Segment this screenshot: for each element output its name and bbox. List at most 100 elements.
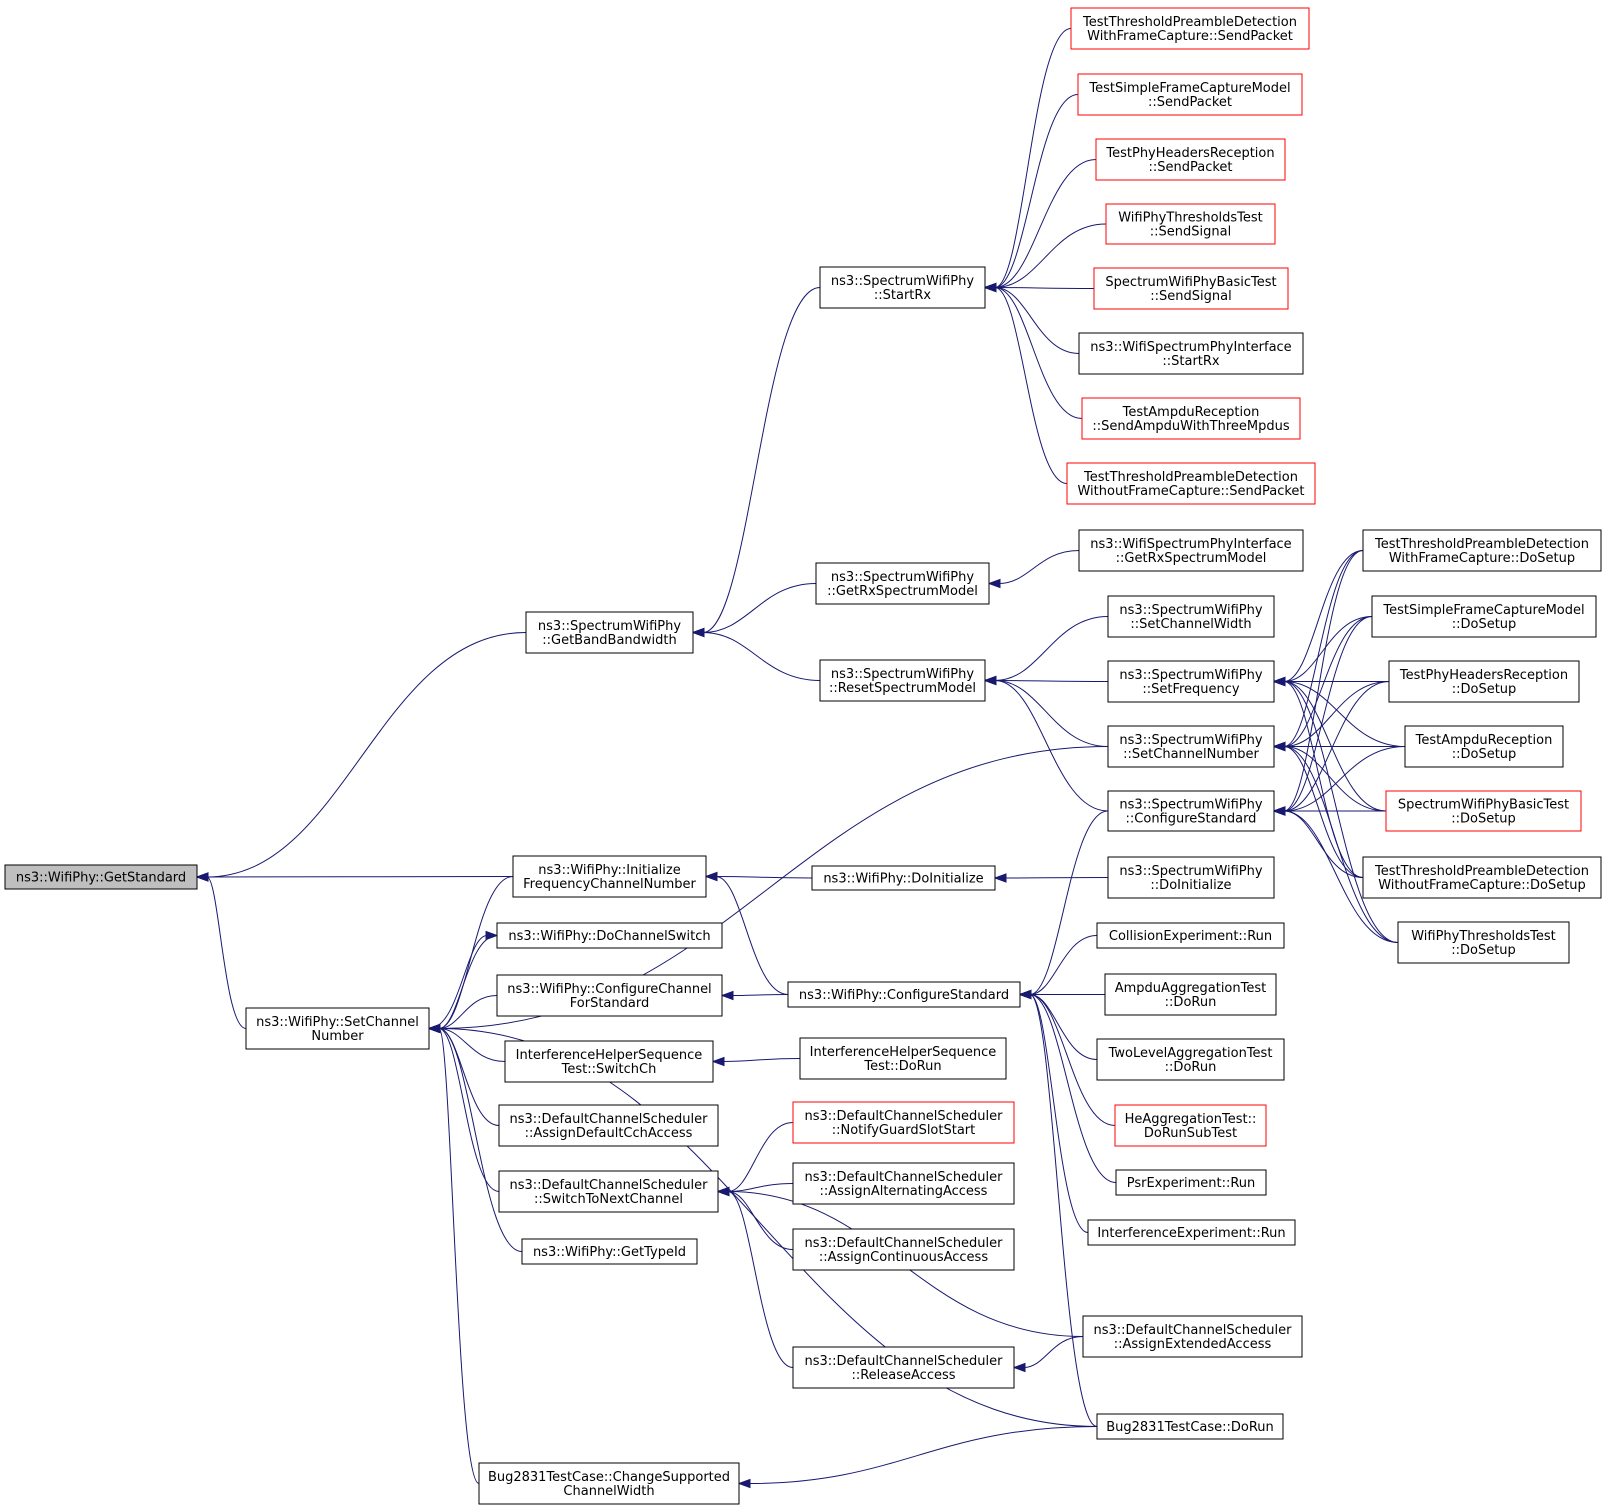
node-configstd[interactable]: ns3::WifiPhy::ConfigureStandard: [787, 981, 1021, 1008]
node-tpd_wofc_setup[interactable]: TestThresholdPreambleDetectionWithoutFra…: [1362, 856, 1602, 899]
call-edge-assignext-to-release: [1012, 1336, 1084, 1373]
node-assigncont[interactable]: ns3::DefaultChannelScheduler::AssignCont…: [792, 1228, 1015, 1271]
node-box: [1078, 332, 1304, 375]
node-box: [478, 1462, 740, 1505]
node-heagg_dorunsub[interactable]: HeAggregationTest::DoRunSubTest: [1114, 1104, 1267, 1147]
node-box: [819, 266, 986, 309]
node-setchannel[interactable]: ns3::WifiPhy::SetChannelNumber: [245, 1007, 430, 1050]
node-resetspec[interactable]: ns3::SpectrumWifiPhy::ResetSpectrumModel: [819, 659, 986, 702]
node-box: [1107, 595, 1275, 638]
node-label: ns3::WifiPhy::DoChannelSwitch: [508, 929, 710, 944]
node-tphr_setup[interactable]: TestPhyHeadersReception::DoSetup: [1388, 660, 1580, 703]
node-getstandard[interactable]: ns3::WifiPhy::GetStandard: [4, 864, 198, 890]
node-getbandbw[interactable]: ns3::SpectrumWifiPhy::GetBandBandwidth: [525, 611, 694, 654]
node-wspi_startrx[interactable]: ns3::WifiSpectrumPhyInterface::StartRx: [1078, 332, 1304, 375]
node-swpbt_setup[interactable]: SpectrumWifiPhyBasicTest::DoSetup: [1385, 790, 1582, 832]
node-box: [1070, 7, 1310, 50]
node-box: [1362, 856, 1602, 899]
call-edge-bug_dorun-to-bug_changesup: [737, 1426, 1098, 1489]
node-wspi_getrx[interactable]: ns3::WifiSpectrumPhyInterface::GetRxSpec…: [1078, 529, 1304, 572]
node-ampduagg_dorun[interactable]: AmpduAggregationTest::DoRun: [1104, 973, 1277, 1016]
node-box: [1404, 725, 1564, 768]
call-edge-tpd_wofc_send-to-startrx: [983, 282, 1068, 484]
node-label: InterferenceHelperSequence: [810, 1045, 997, 1060]
node-tpd_wofc_send[interactable]: TestThresholdPreambleDetectionWithoutFra…: [1066, 462, 1316, 505]
node-doinitialize[interactable]: ns3::WifiPhy::DoInitialize: [811, 865, 996, 891]
node-box: [1107, 725, 1275, 768]
node-label: ns3::WifiSpectrumPhyInterface: [1090, 340, 1291, 355]
node-swp_configstd[interactable]: ns3::SpectrumWifiPhy::ConfigureStandard: [1107, 790, 1275, 832]
node-bug_changesup[interactable]: Bug2831TestCase::ChangeSupportedChannelW…: [478, 1462, 740, 1505]
node-label: ns3::DefaultChannelScheduler: [1094, 1323, 1293, 1338]
node-swp_setfreq[interactable]: ns3::SpectrumWifiPhy::SetFrequency: [1107, 660, 1275, 703]
node-box: [1388, 660, 1580, 703]
node-getrxspec[interactable]: ns3::SpectrumWifiPhy::GetRxSpectrumModel: [815, 562, 990, 605]
call-edge-tpd_wfc_setup-to-swp_setchnum: [1272, 550, 1364, 752]
node-gettypeid[interactable]: ns3::WifiPhy::GetTypeId: [521, 1238, 698, 1265]
node-interf_run[interactable]: InterferenceExperiment::Run: [1087, 1219, 1296, 1246]
node-box: [1095, 138, 1286, 181]
node-collision_run[interactable]: CollisionExperiment::Run: [1096, 922, 1285, 949]
node-assignalt[interactable]: ns3::DefaultChannelScheduler::AssignAlte…: [792, 1162, 1015, 1205]
node-assigndefcch[interactable]: ns3::DefaultChannelScheduler::AssignDefa…: [498, 1104, 719, 1147]
node-box: [1397, 921, 1570, 964]
call-edge-swp_configstd-to-resetspec: [983, 675, 1109, 812]
node-switchnext[interactable]: ns3::DefaultChannelScheduler::SwitchToNe…: [498, 1170, 719, 1213]
node-tar_setup[interactable]: TestAmpduReception::DoSetup: [1404, 725, 1564, 768]
node-label: ::ReleaseAccess: [851, 1368, 955, 1383]
node-wpt_sendsig[interactable]: WifiPhyThresholdsTest::SendSignal: [1105, 203, 1276, 245]
node-label: ::GetBandBandwidth: [542, 633, 677, 648]
node-swp_doinit[interactable]: ns3::SpectrumWifiPhy::DoInitialize: [1107, 856, 1275, 899]
call-edge-wpt_setup-to-swp_setfreq: [1272, 676, 1399, 943]
node-box: [1371, 595, 1597, 638]
node-label: TwoLevelAggregationTest: [1108, 1046, 1273, 1061]
node-tsfc_setup[interactable]: TestSimpleFrameCaptureModel::DoSetup: [1371, 595, 1597, 638]
node-label: ::SetChannelNumber: [1123, 747, 1259, 762]
node-label: ns3::DefaultChannelScheduler: [805, 1354, 1004, 1369]
node-swpbt_sendsig[interactable]: SpectrumWifiPhyBasicTest::SendSignal: [1093, 267, 1289, 310]
call-edge-psr_run-to-configstd: [1018, 989, 1117, 1183]
node-wpt_setup[interactable]: WifiPhyThresholdsTest::DoSetup: [1397, 921, 1570, 964]
arrowhead: [1272, 741, 1286, 752]
node-label: ChannelWidth: [563, 1484, 654, 1499]
node-startrx[interactable]: ns3::SpectrumWifiPhy::StartRx: [819, 266, 986, 309]
node-tar_send3[interactable]: TestAmpduReception::SendAmpduWithThreeMp…: [1081, 397, 1301, 440]
call-edge-swp_setfreq-to-resetspec: [983, 675, 1109, 686]
node-label: ns3::WifiSpectrumPhyInterface: [1090, 537, 1291, 552]
node-box: [1107, 660, 1275, 703]
node-tsfc_send[interactable]: TestSimpleFrameCaptureModel::SendPacket: [1077, 73, 1303, 116]
call-edge-ihs_dorun-to-ihs_switchch: [711, 1056, 801, 1067]
node-swp_setchnum[interactable]: ns3::SpectrumWifiPhy::SetChannelNumber: [1107, 725, 1275, 768]
node-configchstd[interactable]: ns3::WifiPhy::ConfigureChannelForStandar…: [496, 974, 723, 1017]
node-box: [1362, 529, 1602, 572]
node-notifyguard[interactable]: ns3::DefaultChannelScheduler::NotifyGuar…: [792, 1101, 1015, 1144]
node-tpd_wfc_send[interactable]: TestThresholdPreambleDetectionWithFrameC…: [1070, 7, 1310, 50]
node-label: ::DoSetup: [1452, 682, 1517, 697]
node-tpd_wfc_setup[interactable]: TestThresholdPreambleDetectionWithFrameC…: [1362, 529, 1602, 572]
call-edge-tsfc_send-to-startrx: [983, 94, 1079, 293]
node-psr_run[interactable]: PsrExperiment::Run: [1115, 1169, 1267, 1196]
node-label: TestPhyHeadersReception: [1399, 668, 1568, 683]
node-assignext[interactable]: ns3::DefaultChannelScheduler::AssignExte…: [1082, 1315, 1303, 1358]
node-tphr_send[interactable]: TestPhyHeadersReception::SendPacket: [1095, 138, 1286, 181]
node-label: ns3::WifiPhy::GetStandard: [16, 871, 186, 886]
node-release[interactable]: ns3::DefaultChannelScheduler::ReleaseAcc…: [792, 1346, 1015, 1389]
node-box: [792, 1346, 1015, 1389]
node-label: ::SetFrequency: [1142, 682, 1240, 697]
node-label: TestThresholdPreambleDetection: [1374, 537, 1589, 552]
node-dochswitch[interactable]: ns3::WifiPhy::DoChannelSwitch: [496, 922, 723, 949]
node-label: ns3::WifiPhy::SetChannel: [256, 1015, 419, 1030]
node-twolevel_dorun[interactable]: TwoLevelAggregationTest::DoRun: [1096, 1038, 1285, 1081]
node-box: [1096, 922, 1285, 949]
node-swp_setchwidth[interactable]: ns3::SpectrumWifiPhy::SetChannelWidth: [1107, 595, 1275, 638]
arrowhead: [427, 1023, 441, 1034]
node-box: [521, 1238, 698, 1265]
node-label: ::DoSetup: [1451, 812, 1516, 827]
node-box: [815, 562, 990, 605]
node-initfreq[interactable]: ns3::WifiPhy::InitializeFrequencyChannel…: [512, 855, 707, 898]
node-box: [1114, 1104, 1267, 1147]
node-bug_dorun[interactable]: Bug2831TestCase::DoRun: [1096, 1413, 1284, 1440]
node-label: ::SendSignal: [1150, 289, 1231, 304]
